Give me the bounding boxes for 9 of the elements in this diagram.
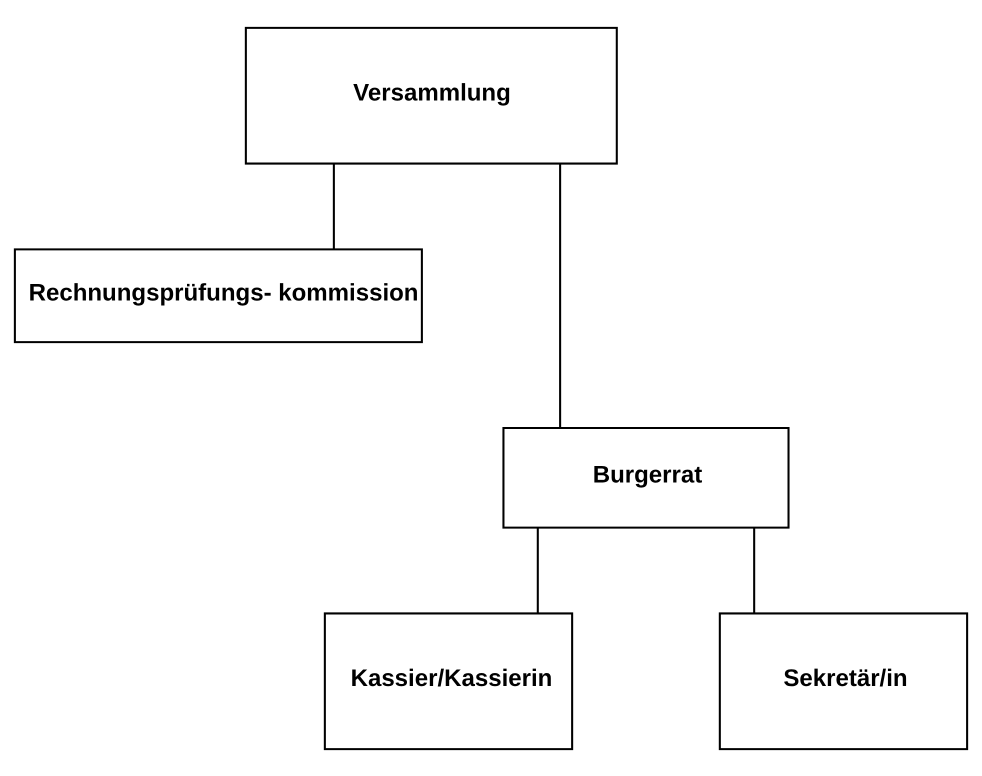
node-box: Sekretär/in bbox=[718, 612, 968, 750]
node-box: Rechnungsprüfungs- kommission bbox=[14, 248, 423, 343]
connector bbox=[559, 163, 562, 428]
node-box: Burgerrat bbox=[502, 426, 790, 528]
connector bbox=[332, 164, 335, 249]
connector bbox=[753, 528, 756, 613]
node-box: Versammlung bbox=[244, 26, 618, 164]
node-box: Kassier/Kassierin bbox=[324, 612, 574, 750]
connector bbox=[536, 528, 539, 613]
